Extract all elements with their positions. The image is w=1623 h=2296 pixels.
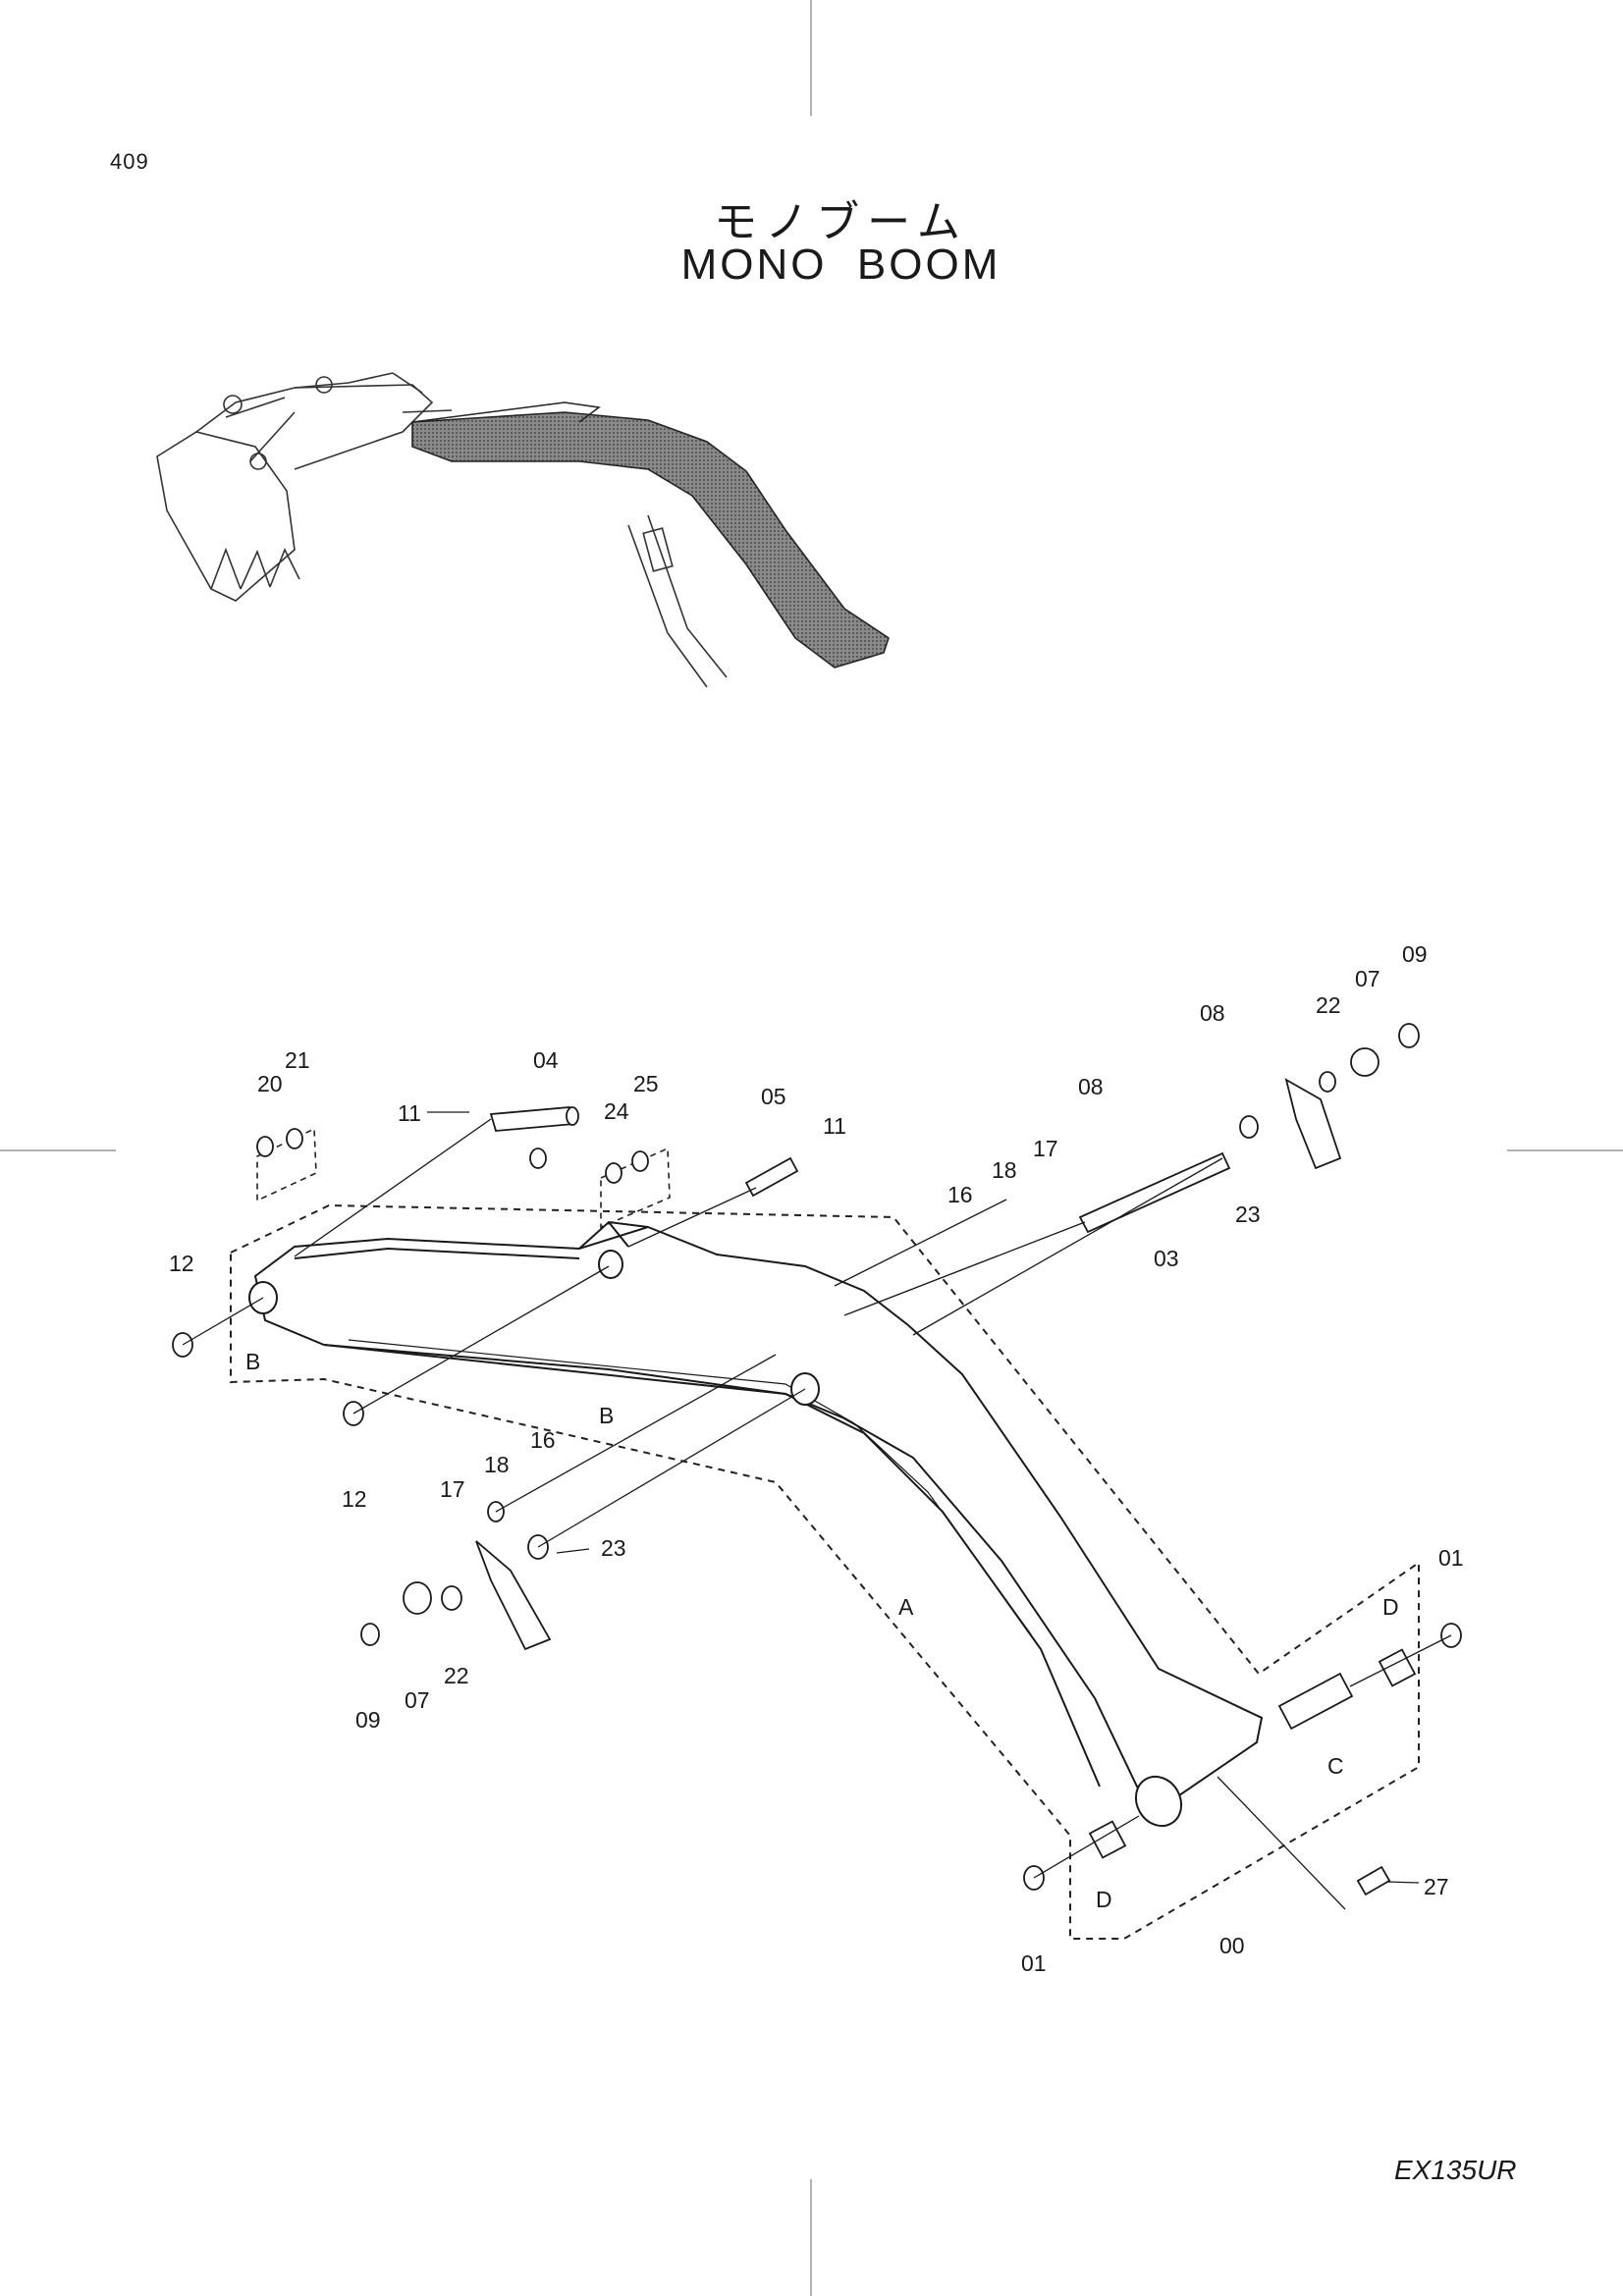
pin-04 [489, 1106, 576, 1132]
bushing-C [1277, 1672, 1354, 1731]
label-11: 11 [823, 1113, 846, 1139]
label-12: 12 [169, 1251, 194, 1276]
label-C: C [1327, 1753, 1344, 1779]
label-00: 00 [1219, 1933, 1245, 1958]
label-07: 07 [405, 1687, 430, 1713]
label-27: 27 [1424, 1874, 1449, 1899]
label-09: 09 [1402, 941, 1428, 967]
label-07: 07 [1355, 966, 1380, 991]
label-20: 20 [257, 1071, 283, 1096]
label-11: 11 [398, 1100, 421, 1126]
bushing-D-left [1088, 1820, 1127, 1859]
label-23: 23 [601, 1535, 626, 1561]
pin-03 [1078, 1151, 1231, 1234]
label-22: 22 [444, 1663, 469, 1688]
label-A: A [898, 1594, 914, 1620]
label-17: 17 [440, 1476, 465, 1502]
label-01: 01 [1021, 1950, 1047, 1976]
overview-boom-shaded [411, 411, 890, 668]
leader-lines [182, 1111, 1452, 1910]
pin-05 [744, 1156, 799, 1198]
label-B: B [245, 1349, 260, 1374]
label-B: B [599, 1403, 614, 1428]
label-05: 05 [761, 1084, 786, 1109]
label-12: 12 [342, 1486, 367, 1512]
label-17: 17 [1033, 1136, 1058, 1161]
page-title-english: MONO BOOM [680, 240, 1001, 289]
label-08: 08 [1078, 1074, 1104, 1099]
label-08: 08 [1200, 1000, 1225, 1026]
page-number: 409 [110, 149, 149, 174]
part-labels: 21 20 11 04 24 25 05 11 12 16 18 17 08 0… [169, 941, 1464, 1976]
page-title-japanese: モノブーム [714, 197, 968, 247]
label-03: 03 [1154, 1246, 1179, 1271]
bushing-D-right [1378, 1648, 1417, 1687]
label-18: 18 [484, 1452, 510, 1477]
model-code: EX135UR [1394, 2155, 1517, 2185]
label-01: 01 [1438, 1545, 1464, 1571]
label-25: 25 [633, 1071, 659, 1096]
overview-excavator-sketch [156, 372, 728, 688]
label-18: 18 [992, 1157, 1017, 1183]
label-09: 09 [355, 1707, 381, 1733]
label-16: 16 [947, 1182, 973, 1207]
label-04: 04 [533, 1047, 559, 1073]
label-23: 23 [1235, 1201, 1261, 1227]
assembly-boundary [230, 1203, 1420, 1940]
label-21: 21 [285, 1047, 310, 1073]
bracket-20-21 [256, 1127, 317, 1202]
label-22: 22 [1316, 992, 1341, 1018]
label-16: 16 [530, 1427, 556, 1453]
hardware [172, 1023, 1462, 1896]
label-D: D [1096, 1887, 1112, 1912]
mono-boom [248, 1220, 1264, 1828]
label-D: D [1382, 1594, 1399, 1620]
label-24: 24 [604, 1098, 629, 1124]
